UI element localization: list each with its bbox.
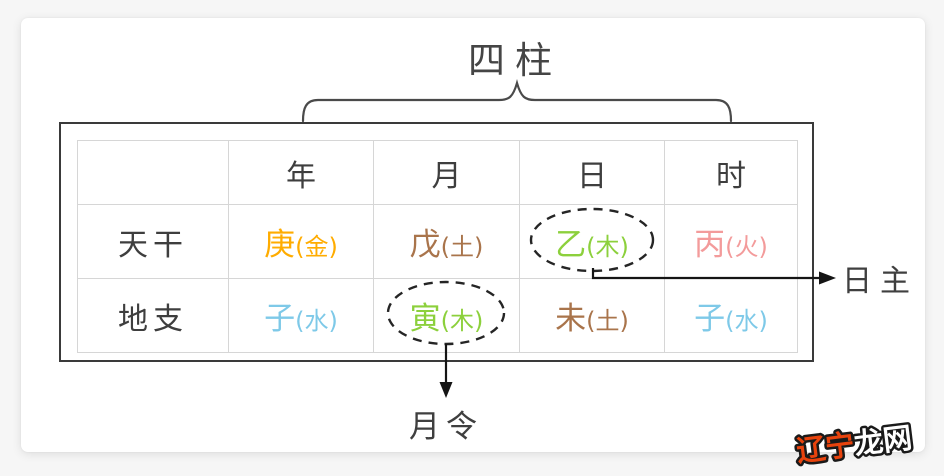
branch-element: (土) [586,307,629,335]
stem-char: 乙 [555,227,587,263]
watermark-text: 辽宁龙网 [795,420,914,468]
branch-char: 子 [694,301,726,337]
stem-element: (木) [586,233,629,261]
stem-char: 丙 [694,227,726,263]
earthly-branches-row: 地支 子(水) 寅(木) 未(土) 子(水) [77,278,798,353]
stem-element: (金) [295,233,338,261]
header-hour: 时 [664,140,798,205]
stem-char: 戊 [409,227,441,263]
cell-day-stem: 乙(木) [519,204,665,279]
header-day: 日 [519,140,665,205]
header-month: 月 [373,140,520,205]
cell-hour-stem: 丙(火) [664,204,798,279]
branch-element: (水) [295,307,338,335]
branch-char: 未 [555,301,587,337]
cell-month-stem: 戊(土) [373,204,520,279]
heavenly-stems-row: 天干 庚(金) 戊(土) 乙(木) 丙(火) [77,204,798,279]
row-label-earthly-branches: 地支 [77,278,229,353]
stem-element: (火) [725,233,768,261]
stem-element: (土) [440,233,484,261]
branch-element: (木) [440,307,484,335]
cell-year-branch: 子(水) [228,278,374,353]
corner-cell [77,140,229,205]
branch-char: 子 [264,301,296,337]
header-year: 年 [228,140,374,205]
branch-element: (水) [725,307,768,335]
table-header-row: 年 月 日 时 [77,140,798,205]
branch-char: 寅 [409,301,441,337]
pillars-table: 年 月 日 时 天干 庚(金) 戊(土) 乙(木) 丙(火) 地支 子(水) 寅… [77,140,798,353]
day-master-label: 日主 [842,264,918,299]
watermark-part1: 辽宁 [795,427,857,468]
cell-day-branch: 未(土) [519,278,665,353]
cell-hour-branch: 子(水) [664,278,798,353]
site-watermark: 辽宁龙网 [792,418,916,471]
stem-char: 庚 [264,227,296,263]
cell-month-branch: 寅(木) [373,278,520,353]
watermark-part2: 龙网 [852,420,914,461]
cell-year-stem: 庚(金) [228,204,374,279]
row-label-heavenly-stems: 天干 [77,204,229,279]
month-order-label: 月令 [409,409,483,445]
page-title: 四柱 [468,39,562,82]
